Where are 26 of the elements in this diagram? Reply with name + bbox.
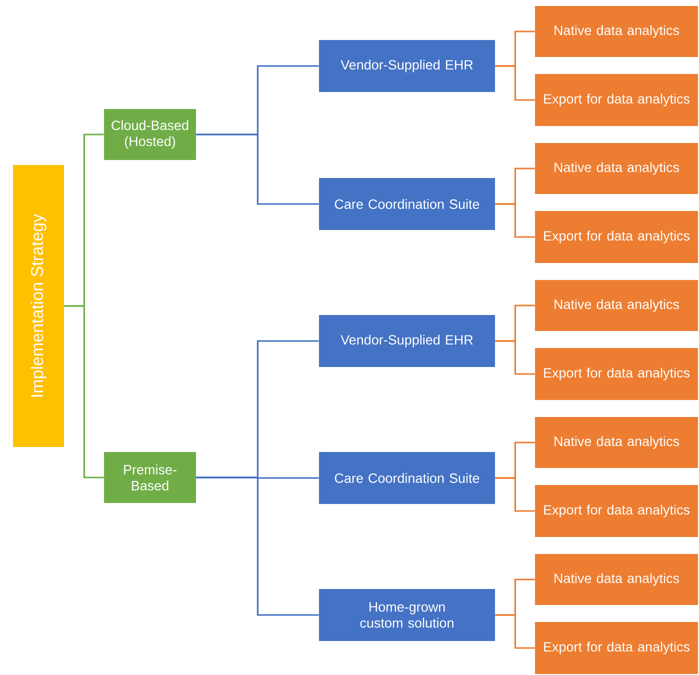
analytics-box: Native data analytics xyxy=(535,554,698,605)
connector xyxy=(495,65,535,101)
analytics-box: Native data analytics xyxy=(535,417,698,468)
analytics-box: Export for data analytics xyxy=(535,74,698,126)
solution-box: Care Coordination Suite xyxy=(319,178,495,230)
connector xyxy=(495,477,535,512)
connector xyxy=(196,476,319,616)
analytics-box: Export for data analytics xyxy=(535,211,698,263)
connector xyxy=(495,340,535,375)
analytics-box: Export for data analytics xyxy=(535,622,698,674)
solution-box: Home-grown custom solution xyxy=(319,589,495,641)
solution-box: Vendor-Supplied EHR xyxy=(319,40,495,92)
strategy-box: Implementation Strategy xyxy=(13,165,64,447)
connector xyxy=(64,305,104,478)
category-box: Cloud-Based (Hosted) xyxy=(104,109,196,160)
analytics-box: Native data analytics xyxy=(535,280,698,331)
solution-box: Vendor-Supplied EHR xyxy=(319,315,495,367)
category-box: Premise-Based xyxy=(104,452,196,503)
analytics-box: Export for data analytics xyxy=(535,348,698,400)
connector xyxy=(495,614,535,649)
solution-box: Care Coordination Suite xyxy=(319,452,495,504)
analytics-box: Native data analytics xyxy=(535,6,698,57)
analytics-box: Export for data analytics xyxy=(535,485,698,537)
analytics-box: Native data analytics xyxy=(535,143,698,194)
connector xyxy=(495,203,535,238)
connector xyxy=(196,134,319,205)
